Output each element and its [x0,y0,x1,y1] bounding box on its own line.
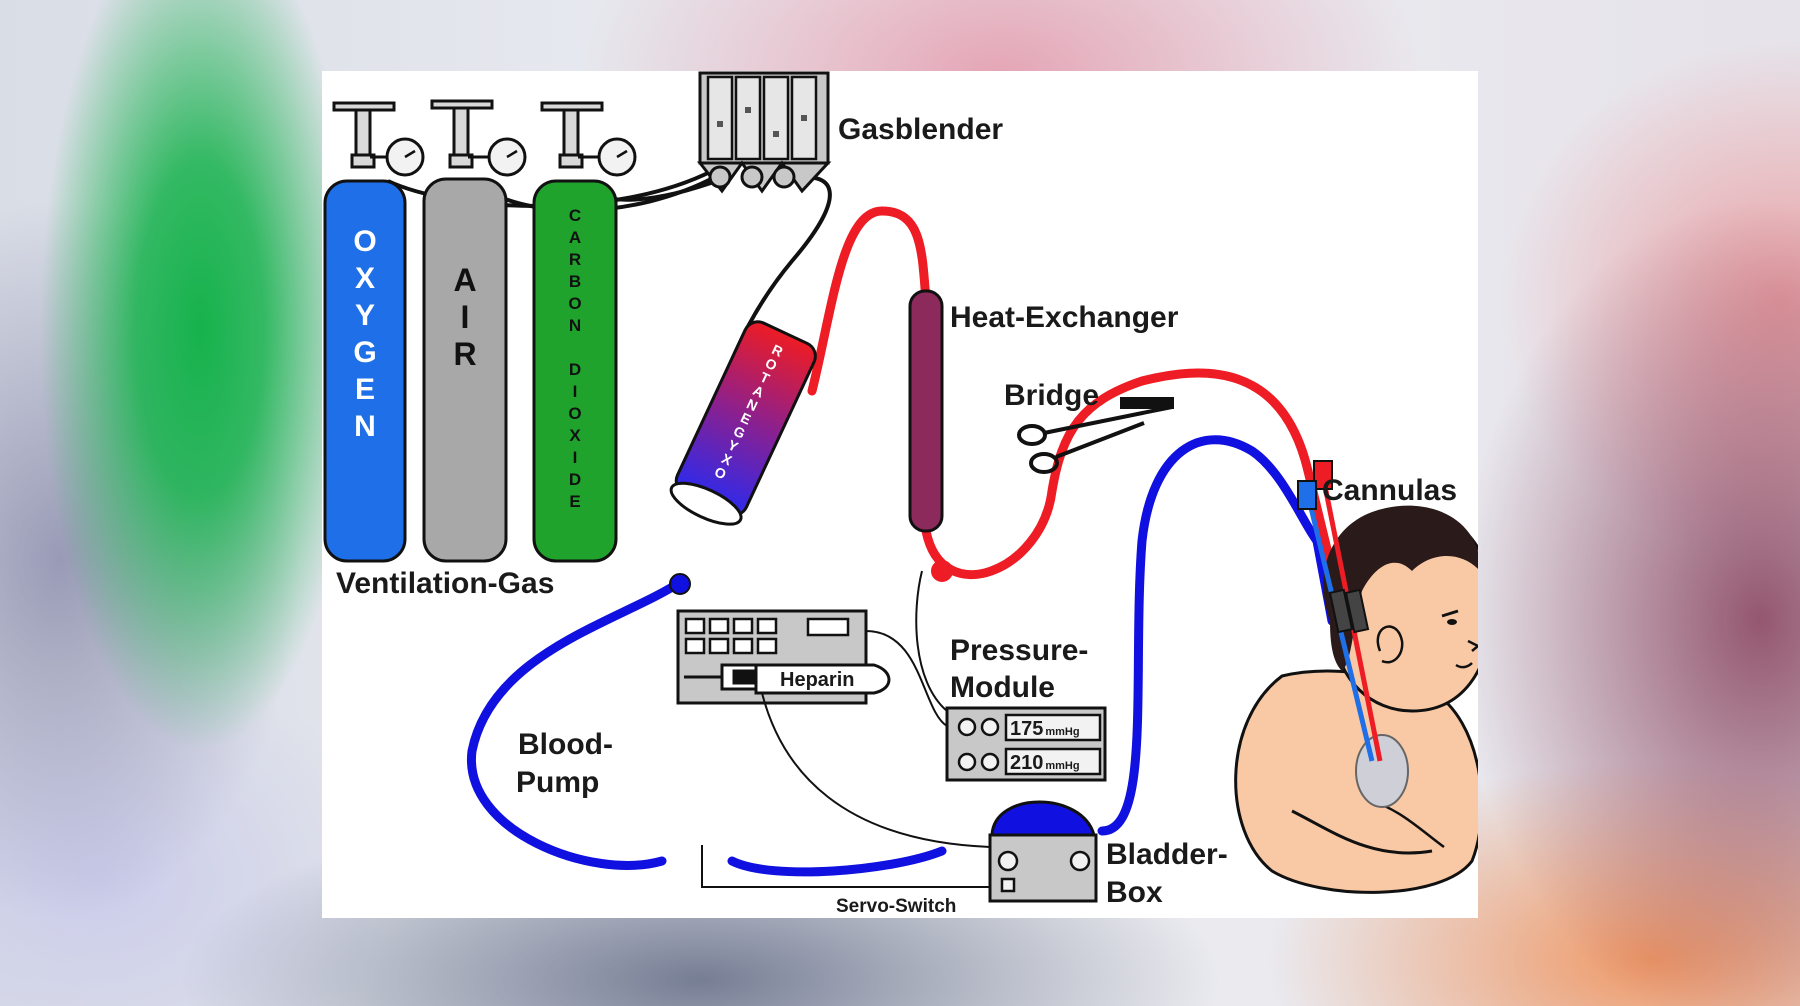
ventilation-gas-label: Ventilation-Gas [336,567,554,600]
heparin-pump: Heparin [676,609,891,705]
tanks.oxygen-letter: G [353,336,376,369]
tanks.oxygen-letter: Y [355,299,375,332]
bladder-box [988,800,1098,903]
gasblender-label: Gasblender [838,113,1003,146]
air-cylinder-label: AIR [453,262,476,372]
tanks.air-letter: R [453,336,476,372]
infant-patient [1234,505,1478,894]
tanks.carbon_dioxide-letter: D [569,470,581,489]
servo-switch-label: Servo-Switch [836,896,956,917]
heat-exchanger-label: Heat-Exchanger [950,301,1179,334]
bladder-box-label-1: Bladder- [1106,838,1228,871]
venous-lines [467,435,1337,877]
gasblender [696,71,832,194]
tanks.air-letter: A [453,262,476,298]
tanks.carbon_dioxide-letter: I [573,382,578,401]
tanks.oxygen-letter: E [355,373,375,406]
tanks.oxygen-letter: X [355,262,375,295]
oxygen-cylinder [323,179,407,563]
heat-exchanger-port [931,560,953,582]
tanks.carbon_dioxide-letter: E [569,492,580,511]
tanks.oxygen-letter: O [353,225,376,258]
bladder-box-label-2: Box [1106,876,1163,909]
tanks.carbon_dioxide-letter: C [569,206,581,225]
pressure-module-label-2: Module [950,671,1055,704]
tanks.carbon_dioxide-letter: O [568,294,581,313]
tanks.carbon_dioxide-letter: R [569,250,581,269]
tanks.carbon_dioxide-letter: A [569,228,581,247]
tanks.oxygen-letter: N [354,410,376,443]
tanks.air-letter: I [461,299,470,335]
tanks.carbon_dioxide-letter: X [569,426,581,445]
tanks.carbon_dioxide-letter: I [573,448,578,467]
blood-pump-label-2: Pump [516,766,599,799]
tanks.carbon_dioxide-letter: O [568,404,581,423]
bridge-label: Bridge [1004,379,1099,412]
bridge-clamp-icon [1017,397,1174,474]
tanks.carbon_dioxide-letter: N [569,316,581,335]
heparin-label: Heparin [780,669,854,691]
cannulas-label: Cannulas [1322,474,1457,507]
pressure-module-label-1: Pressure- [950,634,1088,667]
heat-exchanger [908,289,944,533]
tanks.carbon_dioxide-letter: D [569,360,581,379]
oxygenator-port [669,573,691,595]
cannulas [1297,460,1383,762]
signal-wires [701,570,991,888]
air-cylinder [422,177,508,563]
tanks.carbon_dioxide-letter: B [569,272,581,291]
blood-pump-label-1: Blood- [518,728,613,761]
co2-cylinder [532,179,618,563]
